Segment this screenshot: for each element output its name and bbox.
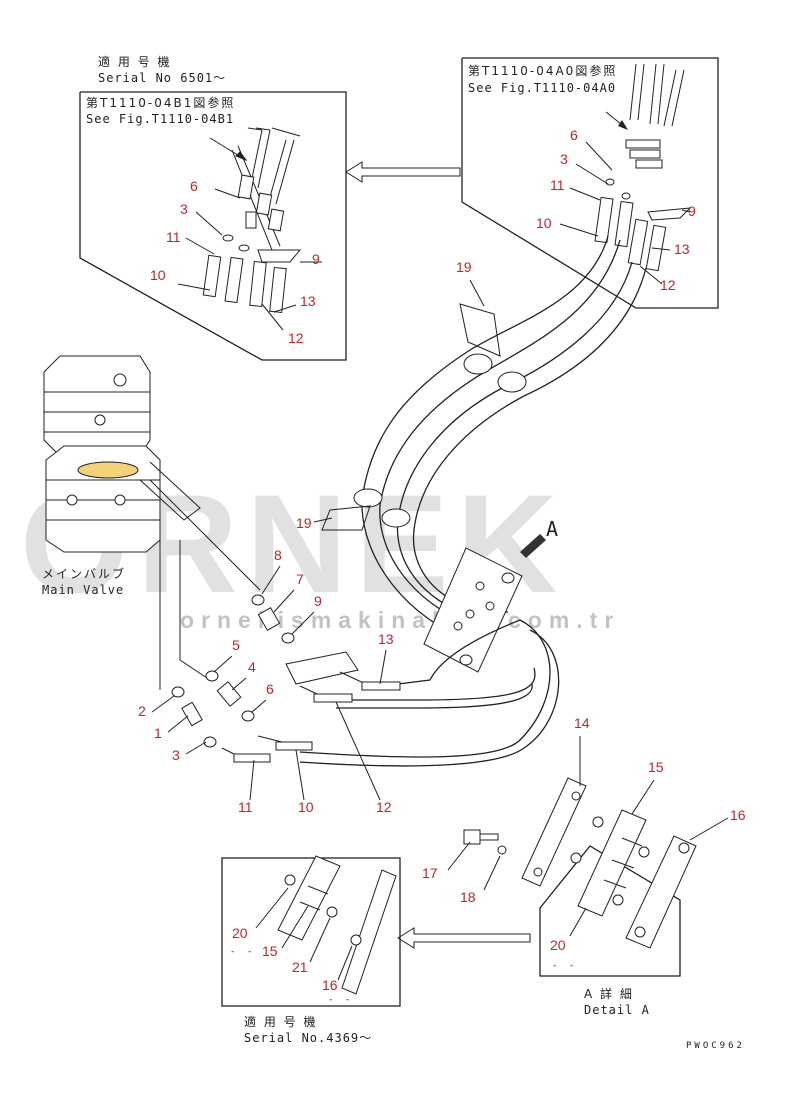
callout-3-right: 3 [560,151,568,167]
reference-box-bottom: 20 15 21 16 - - - - 適 用 号 機 Serial No.43… [221,855,401,1045]
highlighted-port [77,461,139,479]
callout-10-right: 10 [536,215,552,231]
lower-hoses [299,619,560,767]
callout-11-right: 11 [550,177,565,193]
bottom-serial-en: Serial No.4369～ [244,1031,372,1045]
bottom-serial-jp: 適 用 号 機 [244,1014,317,1029]
callout-8: 8 [274,547,282,563]
main-callouts: 8 7 9 5 4 6 2 1 3 13 11 10 12 [138,547,394,815]
callout-19-top: 19 [456,259,472,275]
fittings-cluster [171,594,401,763]
serial-label-en: Serial No 6501～ [98,71,226,85]
detail-a-title-en: Detail A [584,1003,650,1017]
callout-12: 12 [288,330,304,346]
callout-11-main: 11 [238,799,253,815]
callout-17: 17 [422,865,438,881]
callout-5: 5 [232,637,240,653]
callout-2: 2 [138,703,146,719]
bottom-dots-a: - - [230,947,255,957]
callout-12-main: 12 [376,799,392,815]
callout-9: 9 [312,251,320,267]
reference-box-top-right: 第T1110-04A0図参照 See Fig.T1110-04A0 6 3 11… [461,57,719,309]
ref-label-en-right: See Fig.T1110-04A0 [468,81,616,95]
callout-14: 14 [574,715,590,731]
callout-16-bottom: 16 [322,977,338,993]
callout-15: 15 [648,759,664,775]
callout-15-bottom: 15 [262,943,278,959]
view-marker-A: A [546,517,559,541]
arrow-left [345,161,461,183]
ref-label-jp-right: 第T1110-04A0図参照 [468,63,617,78]
manifold-block: A [423,517,559,673]
callout-9-right: 9 [688,203,696,219]
bottom-dots-b: - - [328,995,353,1005]
main-valve-label-en: Main Valve [42,583,124,597]
callout-20-detail: 20 [550,937,566,953]
reference-box-top-left: 適 用 号 機 Serial No 6501～ 第T1110-04B1図参照 S… [79,54,347,361]
callout-16: 16 [730,807,746,823]
callout-10: 10 [150,267,166,283]
drawing-code: PWOC962 [686,1041,745,1051]
callout-10-main: 10 [298,799,314,815]
callout-6-right: 6 [570,127,578,143]
arrow-left-bottom [397,927,531,949]
callout-3-main: 3 [172,747,180,763]
callout-6: 6 [190,178,198,194]
detail-a-title-jp: A 詳 細 [584,986,634,1001]
callout-20-bottom: 20 [232,925,248,941]
main-valve: メインバルブ Main Valve [42,355,201,597]
callout-13: 13 [300,293,316,309]
callout-18: 18 [460,889,476,905]
callout-19-mid: 19 [296,515,312,531]
hose-bundle: 19 19 [296,235,647,641]
callout-13-right: 13 [674,241,690,257]
callout-1: 1 [154,725,162,741]
watermark-url: ornekismakinalari.com.tr [180,607,620,633]
detail-a-dots: - - [552,961,577,971]
ref-label-en: See Fig.T1110-04B1 [86,112,234,126]
callout-13-main: 13 [378,631,394,647]
valve-lines [149,479,261,690]
serial-label-jp: 適 用 号 機 [98,54,171,69]
ref-label-jp: 第T1110-04B1図参照 [86,95,235,110]
detail-a-box: 14 15 16 17 18 20 - - A 詳 細 Detail A [422,715,746,1017]
callout-21: 21 [292,959,308,975]
callout-9-main: 9 [314,593,322,609]
main-valve-label-jp: メインバルブ [42,566,126,581]
callout-3: 3 [180,201,188,217]
callout-11: 11 [166,229,181,245]
callout-4: 4 [248,659,256,675]
callout-6-main: 6 [266,681,274,697]
callout-7: 7 [296,571,304,587]
callout-12-right: 12 [660,277,676,293]
